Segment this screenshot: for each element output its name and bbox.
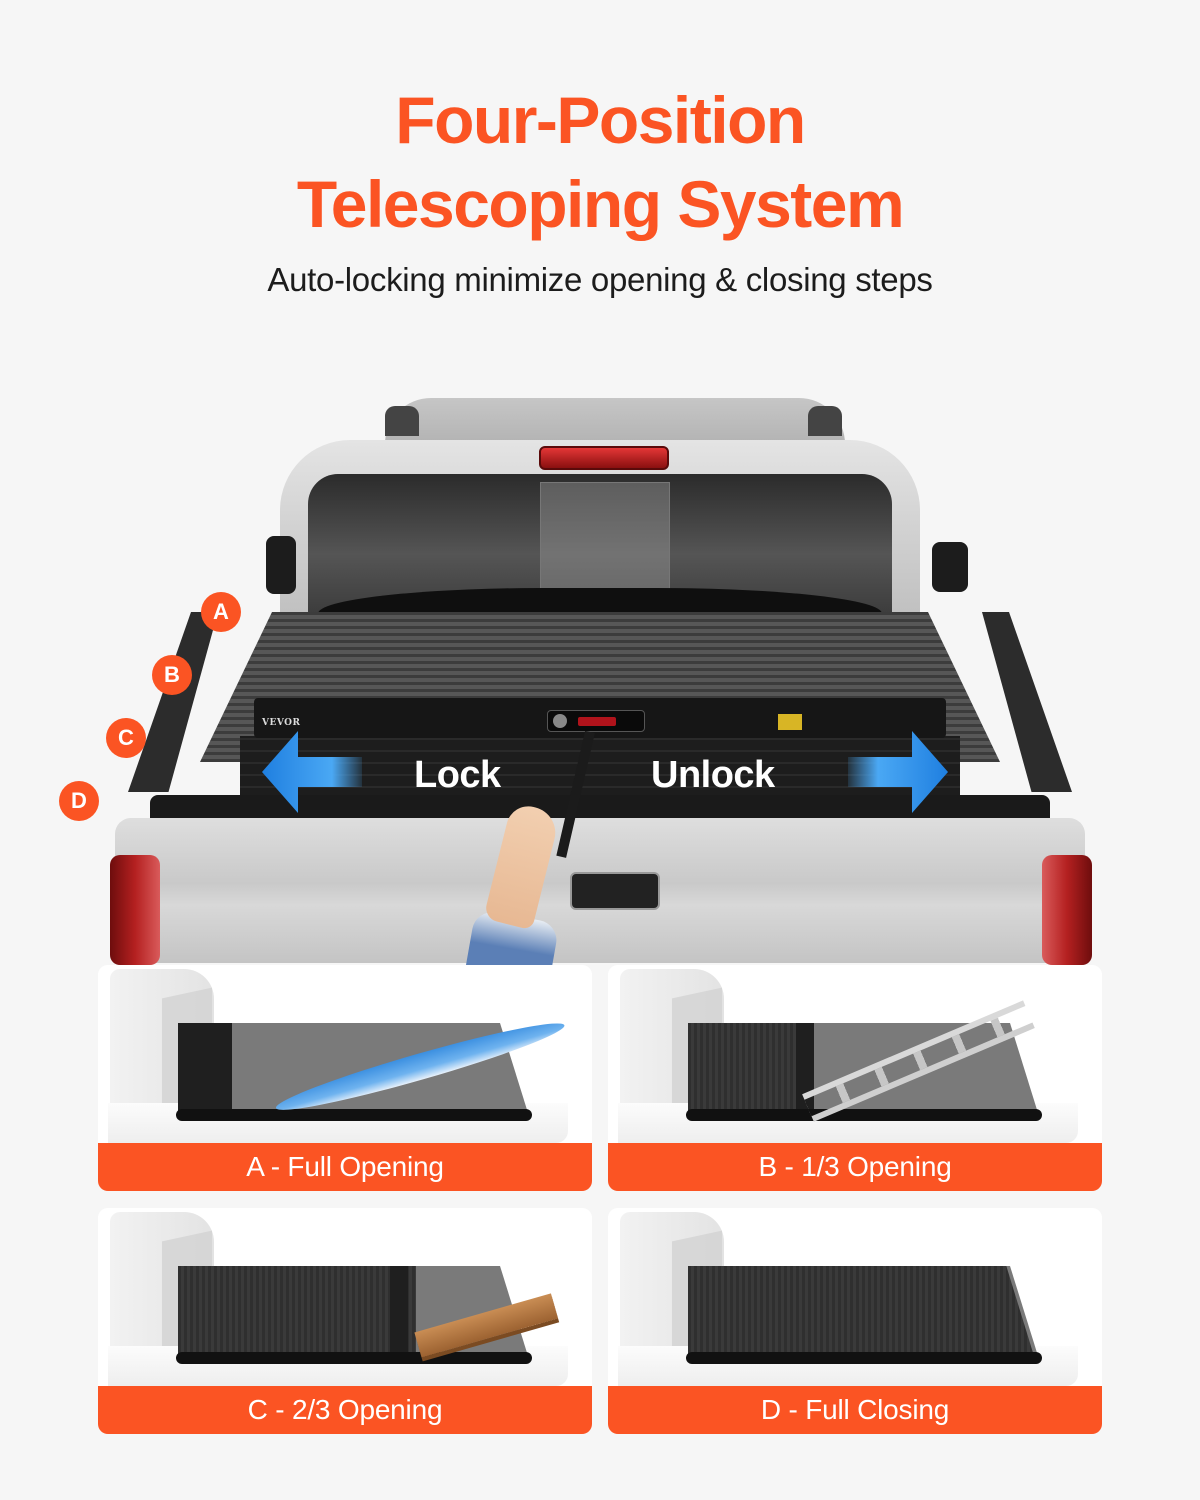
taillight-right <box>1042 855 1092 965</box>
cover-canister <box>178 1023 232 1113</box>
title-line-2: Telescoping System <box>296 167 905 241</box>
position-marker-a: A <box>201 592 241 632</box>
taillight-left <box>110 855 160 965</box>
card-caption: A - Full Opening <box>98 1143 592 1191</box>
card-caption: D - Full Closing <box>608 1386 1102 1434</box>
side-mirror-right <box>932 542 968 592</box>
position-marker-b: B <box>152 655 192 695</box>
position-card-c: C - 2/3 Opening <box>98 1208 592 1434</box>
bed-rail <box>176 1109 532 1121</box>
card-illustration <box>608 1208 1102 1386</box>
tonneau-side-rail-right <box>982 612 1072 792</box>
rolled-cover <box>688 1023 806 1113</box>
arrow-right-icon <box>848 727 948 817</box>
card-illustration <box>98 965 592 1143</box>
page-subtitle: Auto-locking minimize opening & closing … <box>267 261 933 298</box>
position-card-b: B - 1/3 Opening <box>608 965 1102 1191</box>
card-illustration <box>608 965 1102 1143</box>
brand-logo: VEVOR <box>262 718 301 728</box>
lock-handle[interactable] <box>547 710 645 732</box>
rolled-cover <box>178 1266 416 1356</box>
tailgate-handle <box>570 872 660 910</box>
warning-sticker <box>778 714 802 730</box>
lock-indicator-light <box>578 717 616 726</box>
closed-cover <box>688 1266 1034 1356</box>
unlock-label: Unlock <box>651 754 775 796</box>
page-title: Four-Position Telescoping System <box>0 78 1200 246</box>
bed-rail <box>686 1352 1042 1364</box>
card-illustration <box>98 1208 592 1386</box>
roof-rack-left <box>385 406 419 436</box>
lock-knob-icon <box>553 714 567 728</box>
title-line-1: Four-Position <box>395 83 806 157</box>
cover-canister <box>390 1266 408 1356</box>
third-brake-light <box>539 446 669 470</box>
lock-label: Lock <box>414 754 501 796</box>
position-marker-c: C <box>106 718 146 758</box>
position-card-d: D - Full Closing <box>608 1208 1102 1434</box>
position-card-a: A - Full Opening <box>98 965 592 1191</box>
arrow-left-icon <box>262 727 362 817</box>
roof-rack-right <box>808 406 842 436</box>
card-caption: B - 1/3 Opening <box>608 1143 1102 1191</box>
position-marker-d: D <box>59 781 99 821</box>
card-caption: C - 2/3 Opening <box>98 1386 592 1434</box>
mini-truck-bed <box>178 1023 528 1113</box>
tonneau-side-rail-left <box>128 612 218 792</box>
side-mirror-left <box>266 536 296 594</box>
bed-rail <box>176 1352 532 1364</box>
hero-truck-illustration: VEVOR <box>0 380 1200 983</box>
bed-rail <box>686 1109 1042 1121</box>
